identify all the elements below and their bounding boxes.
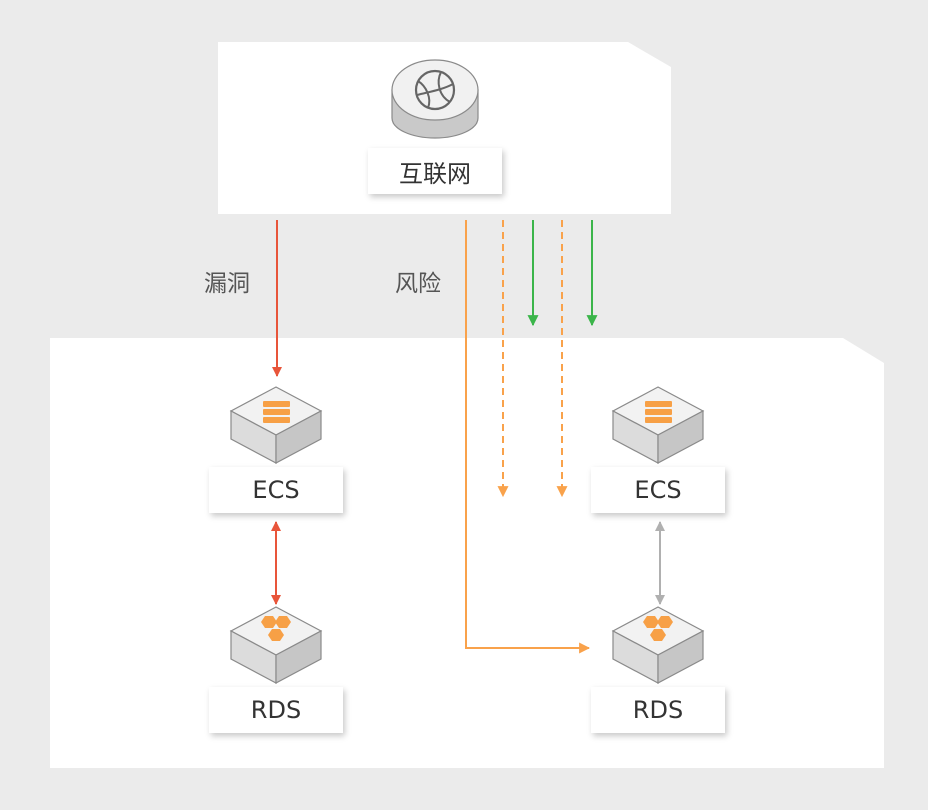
left-rds-label: RDS bbox=[209, 687, 343, 733]
right-ecs-label: ECS bbox=[591, 467, 725, 513]
right-ecs-server-icon bbox=[611, 386, 705, 464]
right-rds-label: RDS bbox=[591, 687, 725, 733]
vulnerability-edge-label: 漏洞 bbox=[204, 271, 250, 297]
internet-label: 互联网 bbox=[368, 148, 502, 194]
risk-edge-label: 风险 bbox=[395, 271, 441, 297]
globe-icon bbox=[391, 59, 479, 139]
left-rds-database-icon bbox=[229, 606, 323, 684]
risk-path-arrow bbox=[465, 220, 591, 654]
left-ecs-label: ECS bbox=[209, 467, 343, 513]
left-ecs-server-icon bbox=[229, 386, 323, 464]
right-rds-database-icon bbox=[611, 606, 705, 684]
